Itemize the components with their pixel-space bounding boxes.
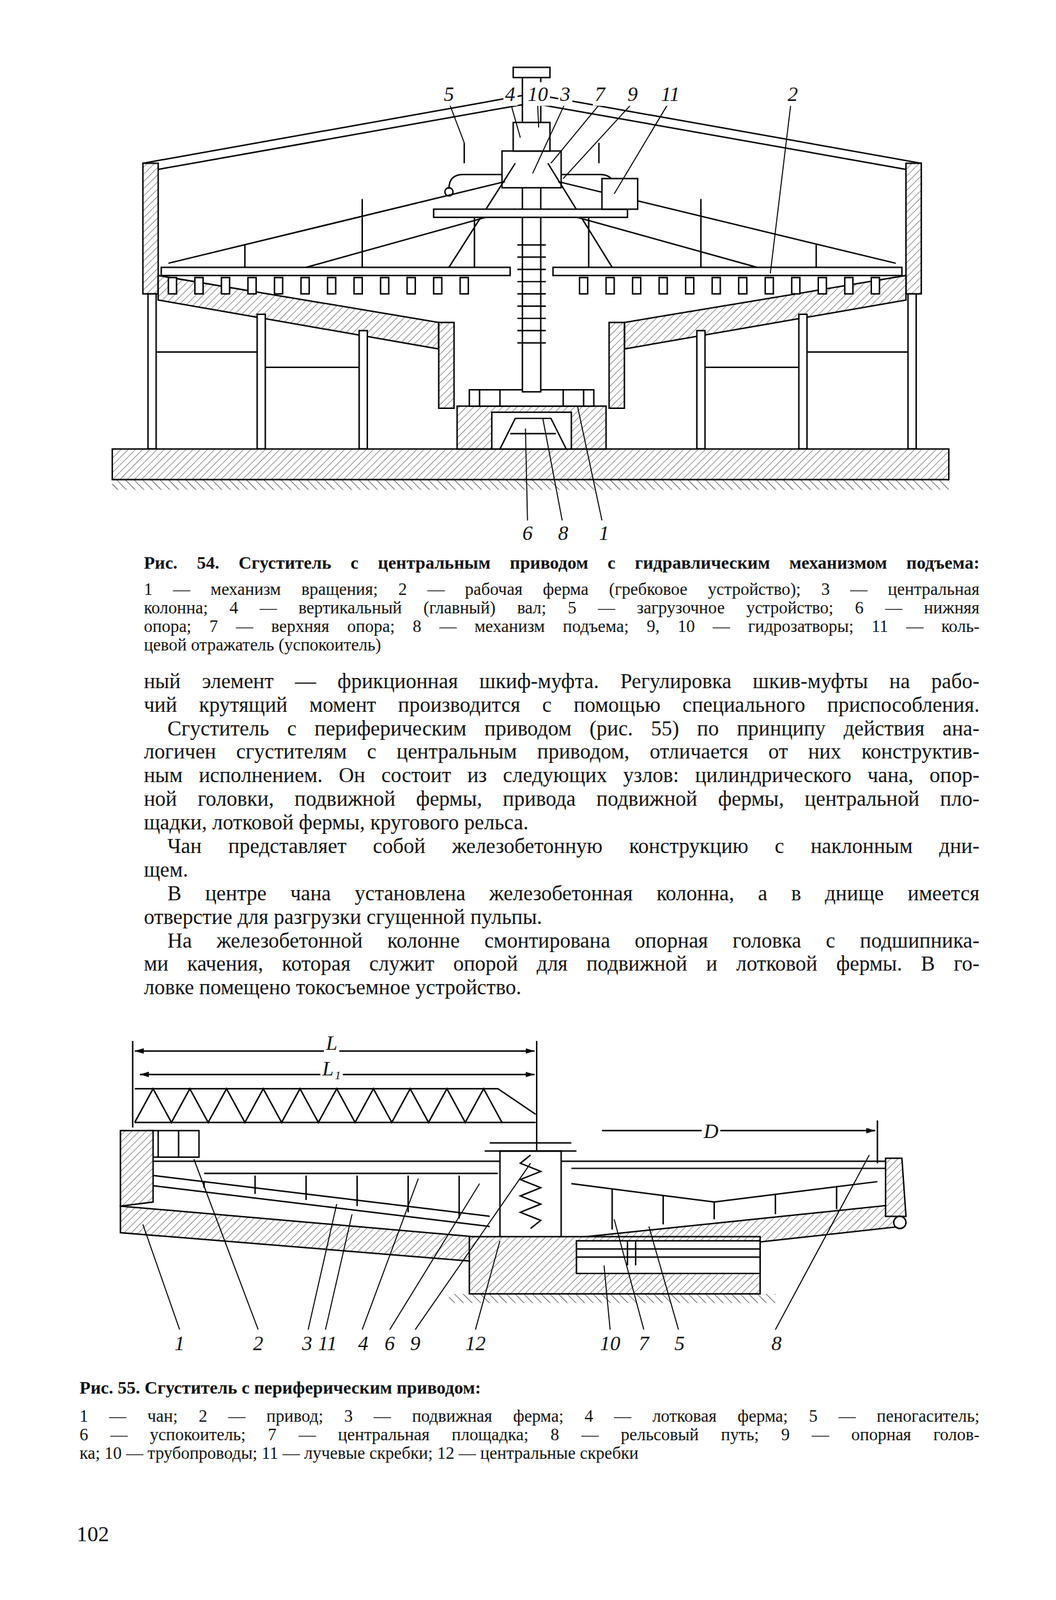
callout-number: 10	[597, 1330, 623, 1355]
body-text: ный элемент — фрикционная шкиф-муфта. Ре…	[143, 669, 980, 694]
body-text: отверстие для разгрузки сгущенной пульпы…	[143, 905, 542, 930]
callout-number: 1	[172, 1330, 187, 1355]
dimension-label: D	[702, 1118, 721, 1143]
callout-number: 3	[300, 1330, 315, 1355]
callout-number: 11	[658, 82, 682, 107]
thickener-peripheral-drive	[120, 1040, 907, 1330]
caption-text: опора; 7 — верхняя опора; 8 — механизм п…	[143, 616, 980, 637]
callout-number: 10	[525, 82, 551, 107]
body-text: щем.	[143, 857, 188, 883]
body-text: ным исполнением. Он состоит из следующих…	[143, 763, 980, 788]
caption-text: 1 — механизм вращения; 2 — рабочая ферма…	[143, 579, 980, 600]
page-number: 102	[76, 1521, 110, 1546]
callout-number: 5	[672, 1330, 687, 1355]
body-text: Сгуститель с периферическим приводом (ри…	[167, 716, 980, 742]
body-text: Чан представляет собой железобетонную ко…	[167, 834, 980, 859]
body-text: В центре чана установлена железобетонная…	[167, 881, 980, 906]
thickener-central-drive	[112, 67, 949, 521]
body-text: ной головки, подвижной фермы, привода по…	[143, 787, 980, 812]
caption-text: цевой отражатель (успокоитель)	[143, 635, 381, 655]
callout-number: 2	[251, 1330, 266, 1355]
callout-number: 4	[356, 1330, 371, 1355]
caption-text: 1 — чан; 2 — привод; 3 — подвижная ферма…	[79, 1406, 980, 1426]
dimension-label: L	[323, 1031, 340, 1055]
callout-number: 11	[316, 1330, 340, 1355]
callout-number: 6	[520, 520, 535, 545]
body-text: ми качения, которая служит опорой для по…	[143, 951, 980, 977]
caption-text: 6 — успокоитель; 7 — центральная площадк…	[79, 1424, 980, 1445]
callout-number: 9	[408, 1330, 423, 1355]
callout-number: 7	[592, 82, 607, 107]
callout-number: 6	[382, 1330, 397, 1355]
body-text: На железобетонной колонне смонтирована о…	[167, 928, 980, 954]
callout-number: 4	[503, 82, 518, 107]
callout-number: 9	[625, 82, 640, 107]
body-text: щадки, лотковой фермы, кругового рельса.	[143, 810, 529, 835]
callout-number: 7	[636, 1330, 651, 1355]
body-text: чий крутящий момент производится с помощ…	[143, 693, 980, 718]
callout-number: 3	[558, 82, 573, 107]
caption-text: ка; 10 — трубопроводы; 11 — лучевые скре…	[79, 1443, 639, 1463]
body-text: логичен сгустителям с центральным привод…	[143, 739, 980, 765]
caption-title: Рис. 55. Сгуститель с периферическим при…	[79, 1377, 482, 1398]
callout-number: 8	[769, 1330, 784, 1355]
callout-number: 5	[442, 82, 457, 107]
body-text: ловке помещено токосъемное устройство.	[143, 975, 522, 1000]
callout-number: 8	[556, 520, 571, 545]
caption-title: Рис. 54. Сгуститель с центральным привод…	[143, 552, 980, 574]
callout-number: 1	[596, 520, 611, 545]
callout-number: 12	[463, 1330, 488, 1355]
callout-number: 2	[785, 82, 800, 107]
dimension-label: L₁	[320, 1056, 344, 1081]
caption-text: колонна; 4 — вертикальный (главный) вал;…	[143, 597, 980, 618]
